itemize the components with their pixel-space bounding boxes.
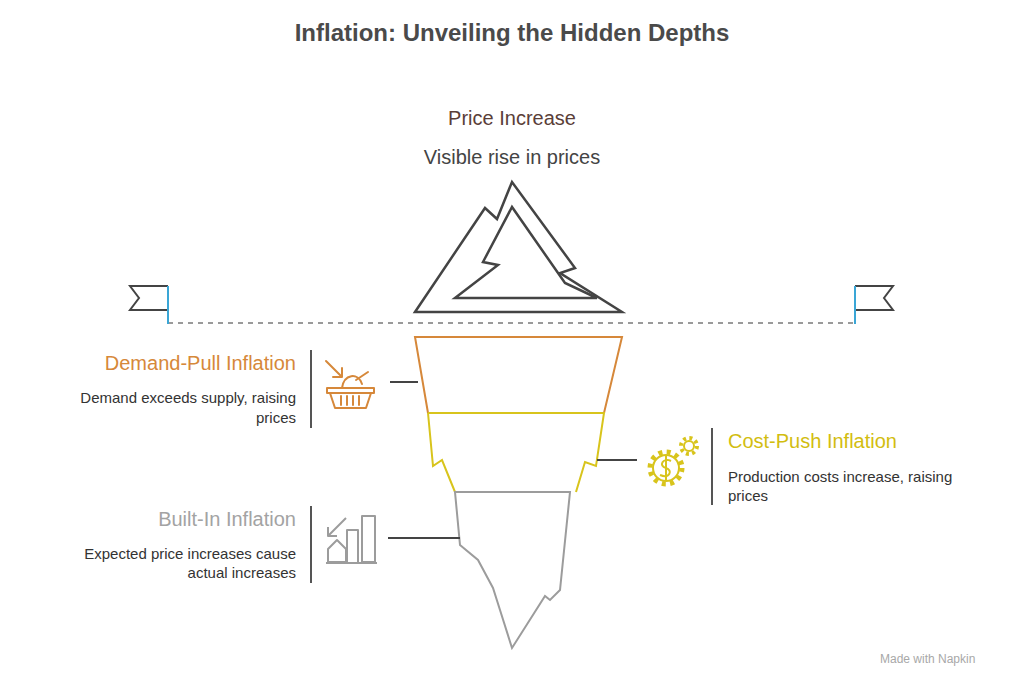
label-slot: Production costs increase, raising price… [728,467,978,505]
callout-bar [310,350,312,428]
iceberg-tip-inner [455,207,597,298]
flag-pole [854,286,856,324]
tip-heading: Price Increase [212,106,812,130]
waterline [168,322,855,324]
label-slot: Demand exceeds supply, raising prices [61,388,296,428]
label-slot: Expected price increases cause actual in… [61,544,296,582]
label-slot: Demand-Pull Inflation [36,351,296,375]
cost-body: Production costs increase, raising price… [728,467,978,505]
flag [855,286,893,310]
callout-bar [310,506,312,583]
flag-pole [167,286,169,324]
label-slot: Built-In Inflation [36,507,296,531]
demand-heading: Demand-Pull Inflation [36,351,296,375]
label-slot: Price Increase [212,106,812,130]
title-slot: Inflation: Unveiling the Hidden Depths [0,18,1024,48]
builtin-body: Expected price increases cause actual in… [61,544,296,582]
growth-icon [326,516,377,563]
leader-line [597,459,637,461]
label-slot: Visible rise in prices [212,145,812,169]
diagram-title: Inflation: Unveiling the Hidden Depths [0,18,1024,48]
tip-body: Visible rise in prices [212,145,812,169]
label-slot: Made with Napkin [880,652,975,667]
cost-band [428,413,604,492]
gears-icon [650,438,697,484]
leader-line [390,381,418,383]
built-in-band [455,492,570,648]
flag [130,286,168,310]
cost-heading: Cost-Push Inflation [728,429,1008,453]
iceberg-tip [415,182,622,312]
basket-icon [326,361,374,408]
builtin-heading: Built-In Inflation [36,507,296,531]
demand-band [415,337,622,413]
leader-line [388,537,460,539]
label-slot: Cost-Push Inflation [728,429,1008,453]
demand-body: Demand exceeds supply, raising prices [61,388,296,428]
watermark: Made with Napkin [880,652,975,667]
callout-bar [711,428,713,505]
